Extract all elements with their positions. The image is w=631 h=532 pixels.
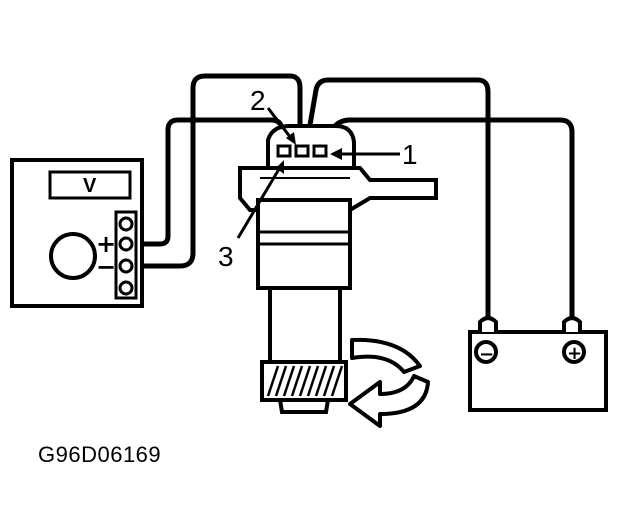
meter-jack-plus (118, 236, 134, 252)
battery-terminal-pos (562, 316, 582, 332)
connector-pin-2 (294, 144, 310, 158)
callout-1: 1 (402, 139, 418, 170)
rotation-arrow (348, 337, 430, 428)
meter-plus-sign: + (96, 230, 116, 258)
meter-unit-label: V (83, 175, 97, 197)
leader-3 (236, 163, 284, 239)
meter-jack-minus (118, 258, 134, 274)
wire-battery-pos (319, 117, 575, 323)
battery-pos-sign: + (567, 343, 582, 364)
battery-neg-symbol (474, 340, 498, 364)
arrowhead-3 (276, 160, 284, 174)
wire-meter-minus (130, 73, 303, 269)
gear-tip (277, 398, 331, 414)
sensor-shaft (268, 286, 342, 364)
callout-arrowheads (276, 132, 342, 174)
arrowhead-2 (286, 132, 296, 145)
rotation-arrow-top (350, 337, 422, 374)
arrowhead-1 (330, 148, 342, 160)
rotation-arrow-bottom (348, 374, 430, 428)
battery-terminal-neg (478, 316, 498, 332)
connector-pin-1 (312, 144, 328, 158)
battery (468, 316, 608, 412)
multimeter: V + − (10, 158, 144, 308)
wire-battery-neg (303, 77, 491, 323)
connector-pin-3 (276, 144, 292, 158)
callout-2: 2 (250, 85, 266, 116)
callout-3: 3 (218, 241, 234, 272)
speed-sensor (238, 124, 438, 414)
meter-display (48, 170, 132, 200)
meter-jack-1 (118, 216, 134, 232)
meter-dial (49, 232, 97, 280)
meter-jack-4 (118, 280, 134, 296)
battery-pos-symbol (562, 340, 586, 364)
figure-code: G96D06169 (38, 442, 161, 467)
gear-teeth (266, 365, 344, 397)
meter-jack-strip (114, 210, 138, 300)
battery-neg-sign: − (479, 344, 494, 365)
meter-minus-sign: − (96, 253, 116, 281)
